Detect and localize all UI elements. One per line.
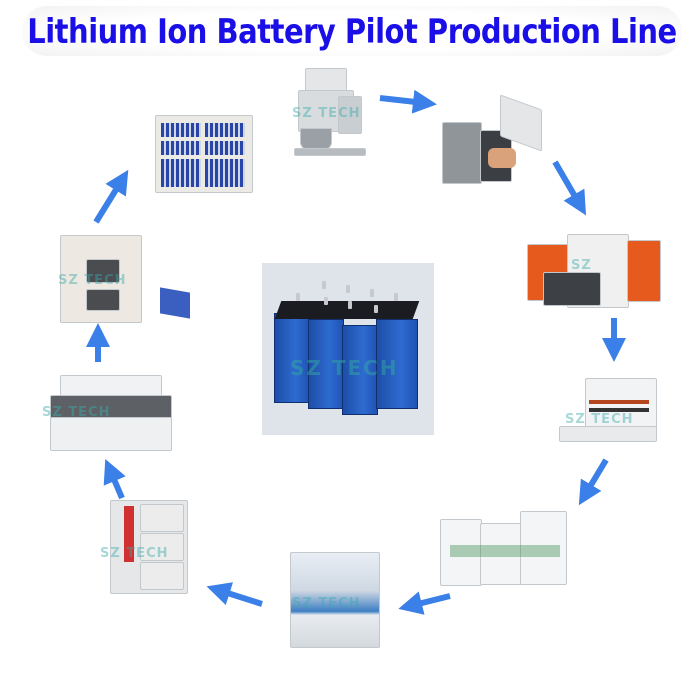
- center-battery-image: [262, 263, 434, 435]
- arrow-5-to-6: [398, 591, 451, 615]
- battery-cell: [308, 319, 344, 409]
- arrow-4-to-5: [578, 458, 609, 506]
- step-mixing-machine: SZ TECH: [290, 68, 380, 158]
- page-title: Lithium Ion Battery Pilot Production Lin…: [27, 10, 677, 52]
- step-slitting-machine: SZ TECH: [555, 370, 665, 450]
- arrow-6-to-7: [206, 582, 263, 607]
- battery-cell: [376, 319, 418, 409]
- arrow-7-to-8: [103, 458, 126, 500]
- arrow-1-to-2: [379, 89, 437, 114]
- step-formation-oven: SZ TECH: [58, 235, 190, 325]
- step-electrolyte-filling-glovebox: SZ TECH: [40, 375, 190, 455]
- step-vacuum-drying-oven: SZ TECH: [100, 500, 190, 600]
- step-rolling-press-machine: SZ: [527, 232, 667, 312]
- step-winding-stacking-machine: [440, 505, 570, 590]
- title-banner: Lithium Ion Battery Pilot Production Lin…: [22, 6, 682, 56]
- step-battery-grading-cabinet: [155, 115, 255, 195]
- step-assembly-line: SZ TECH: [290, 552, 380, 648]
- center-watermark: SZ TECH: [290, 356, 399, 380]
- arrow-2-to-3: [552, 160, 587, 216]
- arrow-9-to-10: [93, 169, 129, 224]
- step-coating-machine: [440, 94, 542, 190]
